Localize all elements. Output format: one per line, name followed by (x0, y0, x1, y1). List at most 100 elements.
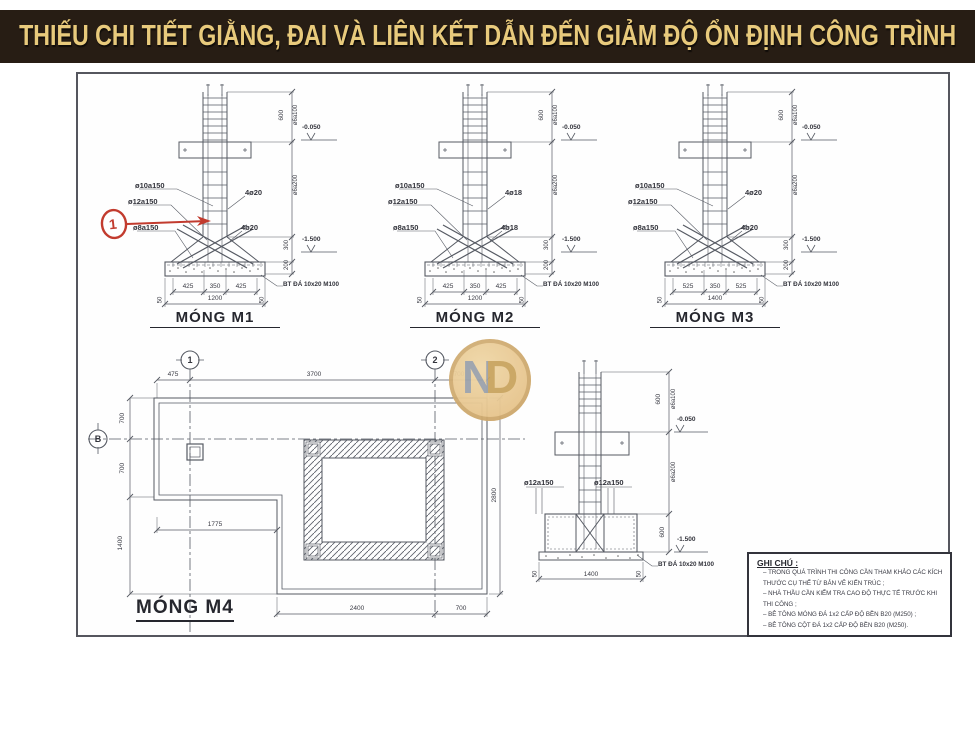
dim-label: 425 (235, 283, 247, 290)
dim-label: 300 (284, 239, 291, 251)
dim-label: 3700 (306, 371, 322, 378)
lean-concrete-note: BT ĐÁ 10x20 M100 (783, 281, 839, 288)
stirrup-label: ø6a200 (793, 174, 800, 196)
note-item: BÊ TÔNG MÓNG ĐÁ 1x2 CẤP ĐỘ BỀN B20 (M250… (763, 610, 944, 621)
dim-label: 1400 (707, 295, 723, 302)
foundation-detail-m1: ø10a150 ø12a150 ø8a150 4ø20 4ø20 600 ø6a… (87, 82, 359, 332)
bars-label: 4ø18 (501, 223, 519, 232)
level-label: -1.500 (302, 236, 321, 243)
dim-label: 600 (655, 393, 663, 405)
note-item: TRONG QUÁ TRÌNH THI CÔNG CẦN THAM KHẢO C… (763, 568, 944, 589)
foundation-section-m4: ø12a150 ø12a150 600 ø6a100 ø6a200 600 -0… (524, 354, 754, 604)
stirrup-label: ø6a100 (293, 104, 300, 126)
red-callout-linework (100, 208, 211, 240)
dim-label: 475 (167, 371, 179, 378)
watermark-logo: N D (449, 339, 531, 421)
bars-label: 4ø18 (505, 188, 523, 197)
rebar-label: ø10a150 (395, 181, 425, 190)
dim-label: 700 (119, 412, 127, 424)
plan-linework (88, 350, 525, 632)
dim-label: 425 (182, 283, 194, 290)
dim-label: 200 (284, 259, 291, 271)
dim-label: 50 (657, 296, 664, 304)
watermark-letter-n: N (462, 351, 496, 403)
headline-text: THIẾU CHI TIẾT GIẰNG, ĐAI VÀ LIÊN KẾT DẪ… (18, 20, 957, 52)
detail-title: MÓNG M3 (650, 309, 780, 328)
dim-label: 1400 (583, 571, 599, 578)
notes-box: GHI CHÚ : TRONG QUÁ TRÌNH THI CÔNG CẦN T… (747, 552, 952, 637)
dim-label: 1200 (467, 295, 483, 302)
detail-title: MÓNG M2 (410, 309, 540, 328)
footing-section-linework (393, 84, 597, 308)
stirrup-label: ø6a100 (671, 388, 678, 410)
level-label: -0.050 (802, 124, 821, 131)
stirrup-label: ø6a200 (293, 174, 300, 196)
dim-label: 600 (778, 109, 786, 121)
dim-label: 525 (682, 283, 694, 290)
callout-number: 1 (108, 215, 118, 233)
level-label: -1.500 (562, 236, 581, 243)
dim-label: 1200 (207, 295, 223, 302)
foundation-plan-m4: 1 2 B 475 3700 700 700 700 1400 2800 240… (80, 347, 530, 637)
bars-label: 4ø20 (741, 223, 759, 232)
note-item: NHÀ THẦU CẦN KIỂM TRA CAO ĐỘ THỰC TẾ TRƯ… (763, 589, 944, 610)
dim-label: 600 (538, 109, 546, 121)
dim-label: 350 (209, 283, 221, 290)
axis-label: 2 (432, 355, 438, 365)
dim-label: 50 (759, 296, 766, 304)
foundation-detail-m3: ø10a150 ø12a150 ø8a150 4ø20 4ø20 600 ø6a… (587, 82, 859, 332)
bars-label: 4ø20 (245, 188, 263, 197)
rebar-label: ø8a150 (393, 223, 419, 232)
level-label: -1.500 (677, 536, 696, 543)
dim-label: 700 (455, 605, 467, 612)
level-label: -0.050 (562, 124, 581, 131)
dim-label: 50 (532, 570, 539, 578)
notes-title: GHI CHÚ : (757, 558, 799, 568)
dim-label: 300 (544, 239, 551, 251)
rebar-label: ø8a150 (633, 223, 659, 232)
dim-label: 200 (544, 259, 551, 271)
dim-label: 300 (784, 239, 791, 251)
rebar-label: ø10a150 (635, 181, 665, 190)
level-label: -0.050 (302, 124, 321, 131)
m4-section-linework (526, 360, 708, 583)
dim-label: 700 (119, 462, 127, 474)
dim-label: 2400 (349, 605, 365, 612)
lean-concrete-note: BT ĐÁ 10x20 M100 (543, 281, 599, 288)
dim-label: 1400 (116, 536, 124, 551)
dim-label: 1775 (207, 521, 223, 528)
footing-section-linework (133, 84, 337, 308)
dim-label: 50 (636, 570, 643, 578)
dim-label: 425 (495, 283, 507, 290)
red-callout-1: 1 (97, 207, 227, 243)
rebar-label: ø8a150 (133, 223, 159, 232)
dim-label: 50 (259, 296, 266, 304)
axis-label: 1 (187, 355, 193, 365)
dim-label: 2800 (490, 488, 498, 503)
dim-label: 600 (659, 526, 667, 538)
bars-label: 4ø20 (241, 223, 259, 232)
foundation-detail-m2: ø10a150 ø12a150 ø8a150 4ø18 4ø18 600 ø6a… (347, 82, 619, 332)
dim-label: 350 (709, 283, 721, 290)
dim-label: 50 (157, 296, 164, 304)
rebar-label: ø12a150 (594, 478, 624, 487)
stirrup-label: ø6a100 (793, 104, 800, 126)
dim-label: 525 (735, 283, 747, 290)
rebar-label: ø12a150 (628, 197, 658, 206)
lean-concrete-note: BT ĐÁ 10x20 M100 (658, 561, 714, 568)
headline-banner: THIẾU CHI TIẾT GIẰNG, ĐAI VÀ LIÊN KẾT DẪ… (0, 10, 975, 63)
level-label: -1.500 (802, 236, 821, 243)
note-item: BÊ TÔNG CỘT ĐÁ 1x2 CẤP ĐỘ BỀN B20 (M250)… (763, 621, 944, 632)
rebar-label: ø10a150 (135, 181, 165, 190)
dim-label: 600 (278, 109, 286, 121)
dim-label: 200 (784, 259, 791, 271)
axis-label: B (94, 434, 102, 444)
dim-label: 425 (442, 283, 454, 290)
stirrup-label: ø6a200 (671, 461, 678, 483)
dim-label: 50 (519, 296, 526, 304)
stirrup-label: ø6a100 (553, 104, 560, 126)
rebar-label: ø12a150 (128, 197, 158, 206)
footing-section-linework (633, 84, 837, 308)
rebar-label: ø12a150 (524, 478, 554, 487)
